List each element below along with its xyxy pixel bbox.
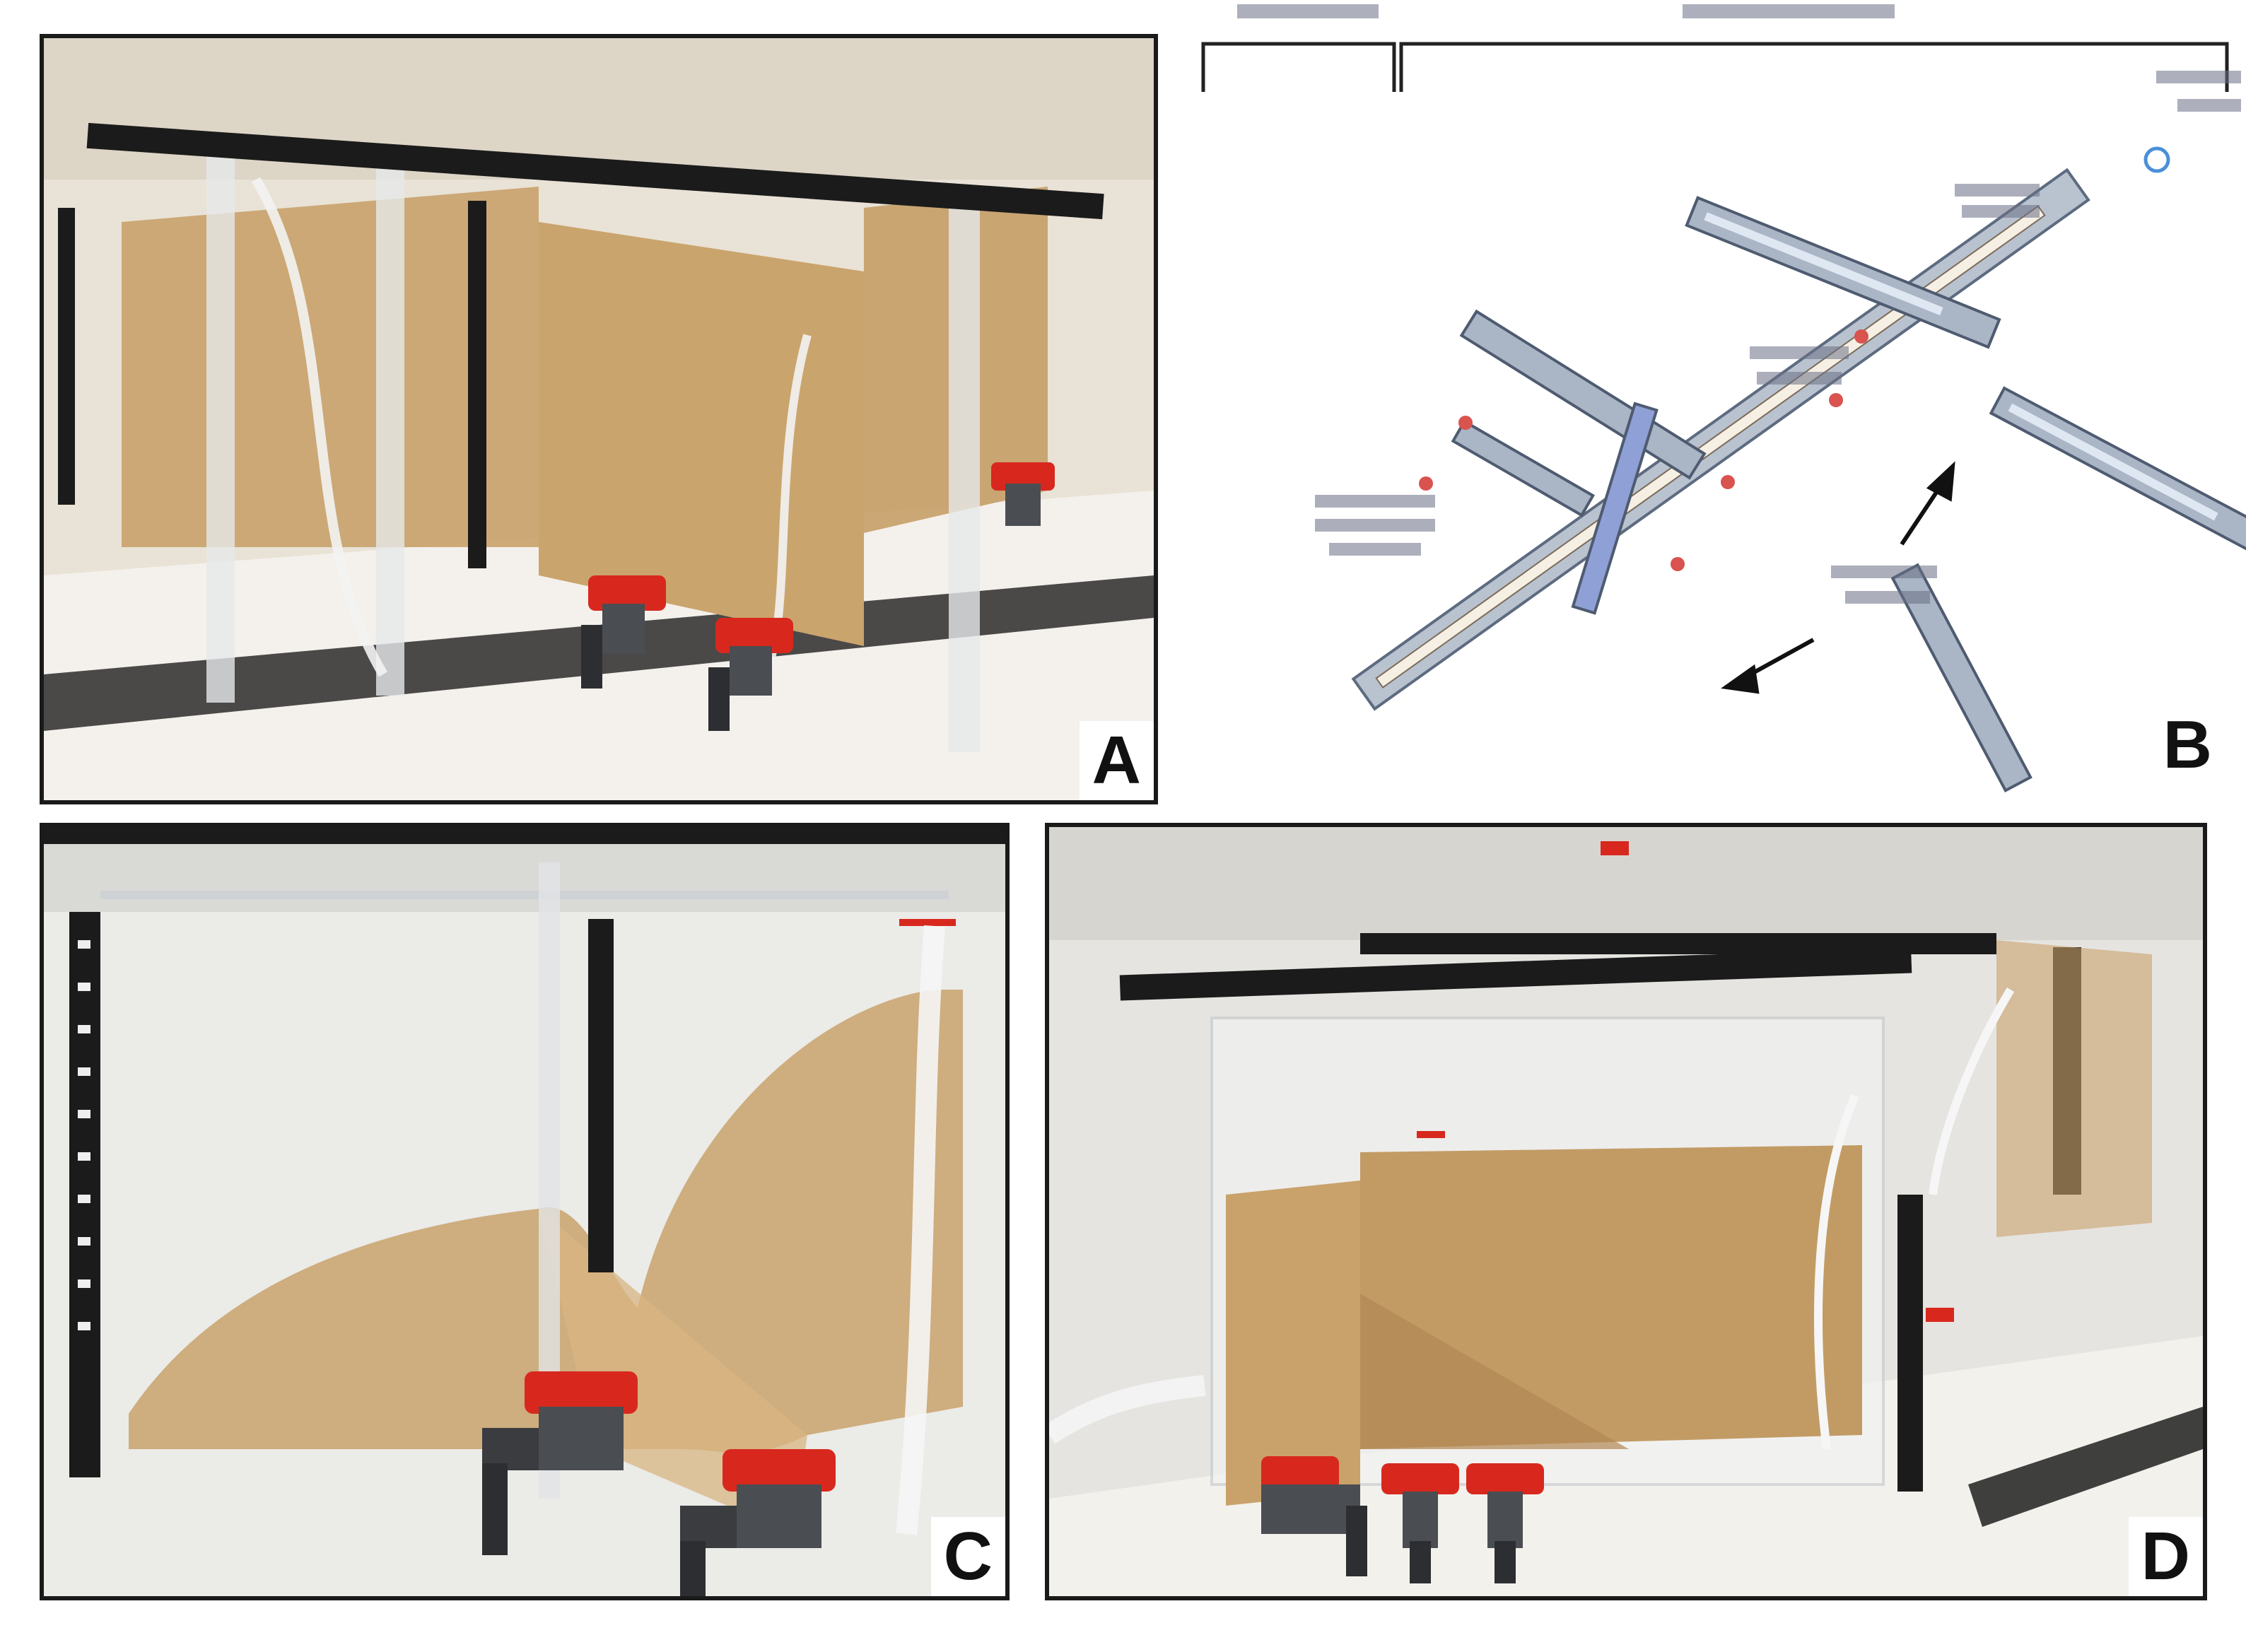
valve-1 <box>1261 1456 1367 1576</box>
valve-3 <box>1466 1463 1544 1583</box>
secondary-fracture-1 <box>1685 196 2001 349</box>
panel-c-photo: C <box>40 823 1010 1600</box>
panel-a-label: A <box>1079 721 1154 800</box>
sand-closeup-photo <box>44 827 1005 1596</box>
valve-2 <box>680 1449 836 1596</box>
tank-front-photo <box>1049 827 2203 1596</box>
panel-d-photo: D <box>1045 823 2207 1600</box>
panel-a-photo: A <box>40 34 1158 804</box>
intersection-markers <box>1419 329 1868 571</box>
valve-1 <box>482 1371 638 1555</box>
bracket-right <box>1399 42 2229 92</box>
secondary-fracture-3 <box>1989 386 2246 558</box>
panel-d-label: D <box>2128 1517 2203 1596</box>
valve-2 <box>708 618 793 731</box>
panel-b-label: B <box>2163 707 2212 783</box>
valve-1 <box>581 575 666 689</box>
valve-3 <box>991 462 1055 526</box>
perforation-icon <box>2143 146 2170 173</box>
panel-c-label: C <box>930 1517 1005 1596</box>
fracture-network-diagram <box>1195 0 2246 806</box>
quaternary-fracture-2 <box>1571 402 1659 615</box>
valve-2 <box>1381 1463 1459 1583</box>
quaternary-fracture-1 <box>1451 419 1595 517</box>
bracket-left <box>1201 42 1396 92</box>
panel-b-schematic: B <box>1195 0 2246 806</box>
blurred-annotations <box>1237 4 2241 604</box>
arrow-icons <box>1721 461 1955 694</box>
apparatus-photo-a <box>44 38 1154 800</box>
